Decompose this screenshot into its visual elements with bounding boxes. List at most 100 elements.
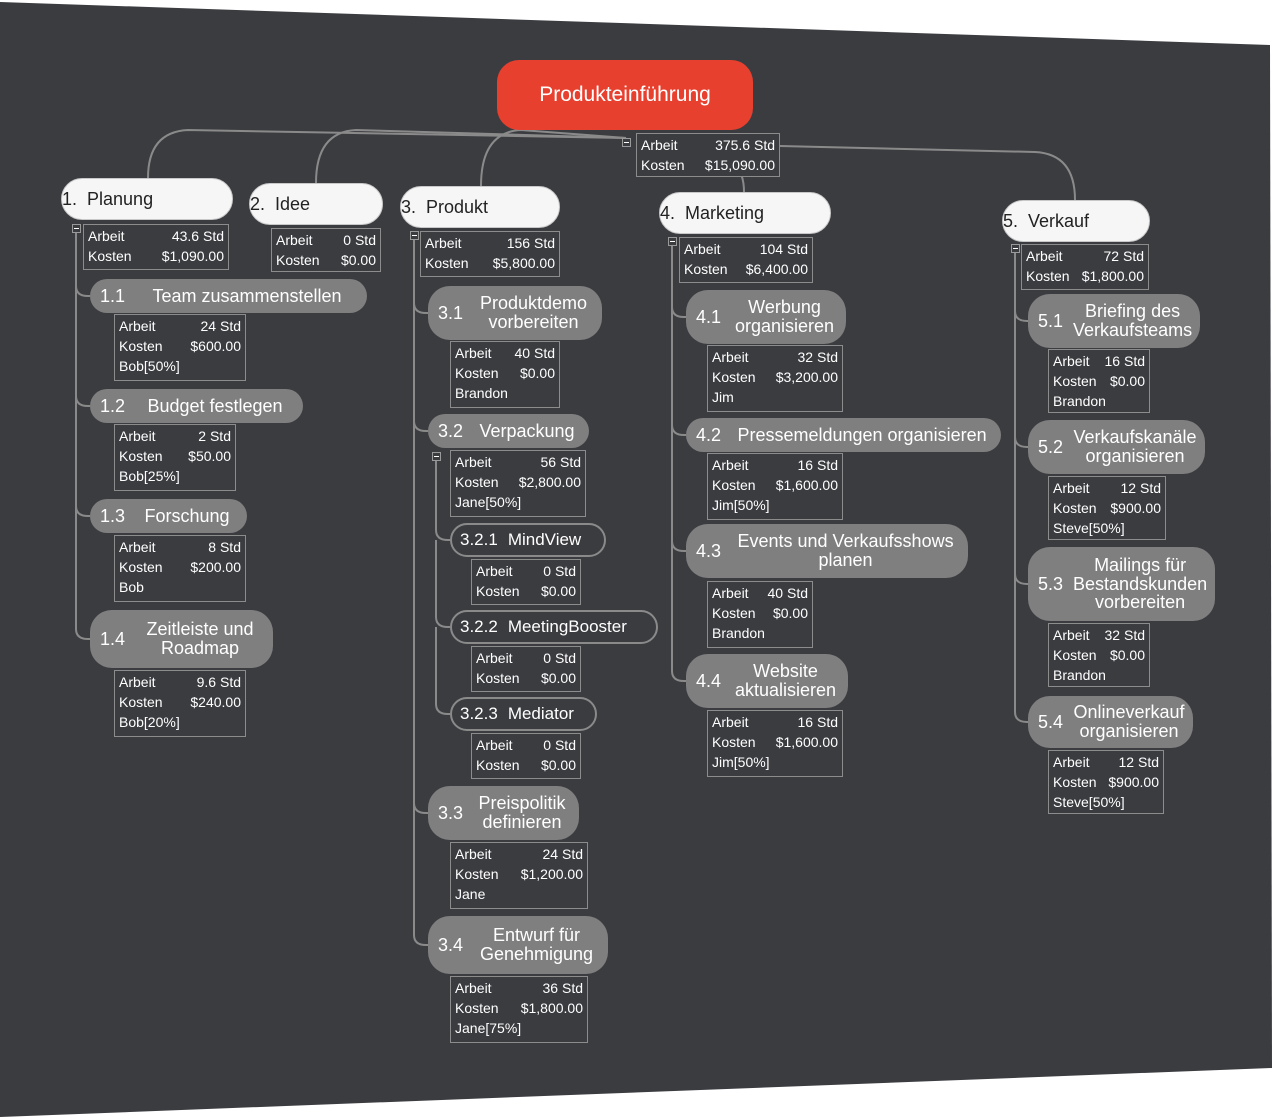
cost-label: Kosten [1053,774,1097,790]
branch-topic-2[interactable]: 2. Idee [249,183,383,225]
cost-label: Kosten [455,1000,499,1016]
work-label: Arbeit [712,457,749,473]
connector-line [413,420,428,432]
resource-assignment: Bob[50%] [119,358,180,374]
resource-assignment: Bob[20%] [119,714,180,730]
cost-label: Kosten [712,477,756,493]
collapse-toggle[interactable] [1011,244,1020,253]
cost-row: Kosten$5,800.00 [425,253,555,273]
connector-line [1014,310,1028,322]
cost-row: Kosten$1,800.00 [455,998,583,1018]
cost-label: Kosten [119,448,163,464]
work-value: 56 Std [540,454,581,470]
work-label: Arbeit [712,585,749,601]
node-number: 3.2.3 [460,704,498,724]
collapse-toggle[interactable] [668,237,677,246]
cost-label: Kosten [476,583,520,599]
connector-line [480,128,627,187]
resource-assignment: Jim [712,389,734,405]
branch-topic-3[interactable]: 3.Produkt [400,186,560,228]
cost-value: $900.00 [1110,500,1161,516]
node-title: Budget festlegen [147,395,283,416]
cost-value: $240.00 [190,694,241,710]
cost-row: Kosten $0.00 [476,581,576,601]
work-label: Arbeit [712,349,749,365]
cost-label: Kosten [276,252,320,268]
collapse-toggle[interactable] [410,231,419,240]
node-number: 2. [250,193,266,214]
cost-value: $0.00 [1109,647,1145,663]
cost-row: Kosten$900.00 [1053,772,1159,792]
node-number: 4.3 [696,540,722,561]
work-value: 43.6 Std [171,228,224,244]
node-number: 4.1 [696,306,722,327]
branch-topic-1[interactable]: 1.Planung [61,178,233,220]
node-title: Verpackung [479,420,575,441]
work-label: Arbeit [455,980,492,996]
node-title: Entwurf für Genehmigung [479,925,594,964]
node-number: 5. [1003,210,1019,231]
branch-topic-5[interactable]: 5.Verkauf [1002,200,1150,242]
root-title: Produkteinführung [539,83,711,106]
cost-value: $0.00 [540,583,576,599]
connector-line [413,235,427,946]
work-value: 40 Std [514,345,555,361]
branch-topic-4[interactable]: 4. Marketing [659,192,831,234]
collapse-toggle[interactable] [432,452,441,461]
cost-value: $3,200.00 [775,369,838,385]
node-title: Marketing [685,202,765,223]
work-label: Arbeit [88,228,125,244]
cost-row: Kosten$0.00 [276,250,376,270]
node-number: 1.3 [100,505,126,526]
connector-line [75,395,90,407]
cost-row: Kosten$0.00 [712,603,808,623]
node-number: 1. [62,188,78,209]
collapse-toggle[interactable] [72,224,81,233]
node-title: Idee [275,193,311,214]
root-topic[interactable]: Produkteinführung [497,60,753,130]
collapse-toggle[interactable] [622,138,631,147]
node-number: 5.4 [1038,711,1064,732]
work-value: 16 Std [797,714,838,730]
node-number: 3.2.2 [460,617,498,637]
node-number: 5.3 [1038,573,1064,594]
node-number: 4. [660,202,676,223]
work-label: Arbeit [1053,480,1090,496]
work-value: 2 Std [198,428,231,444]
connector-line [1014,573,1028,585]
node-title: Produktdemo vorbereiten [479,293,588,332]
node-number: 3.2.1 [460,530,498,550]
work-label: Arbeit [455,345,492,361]
